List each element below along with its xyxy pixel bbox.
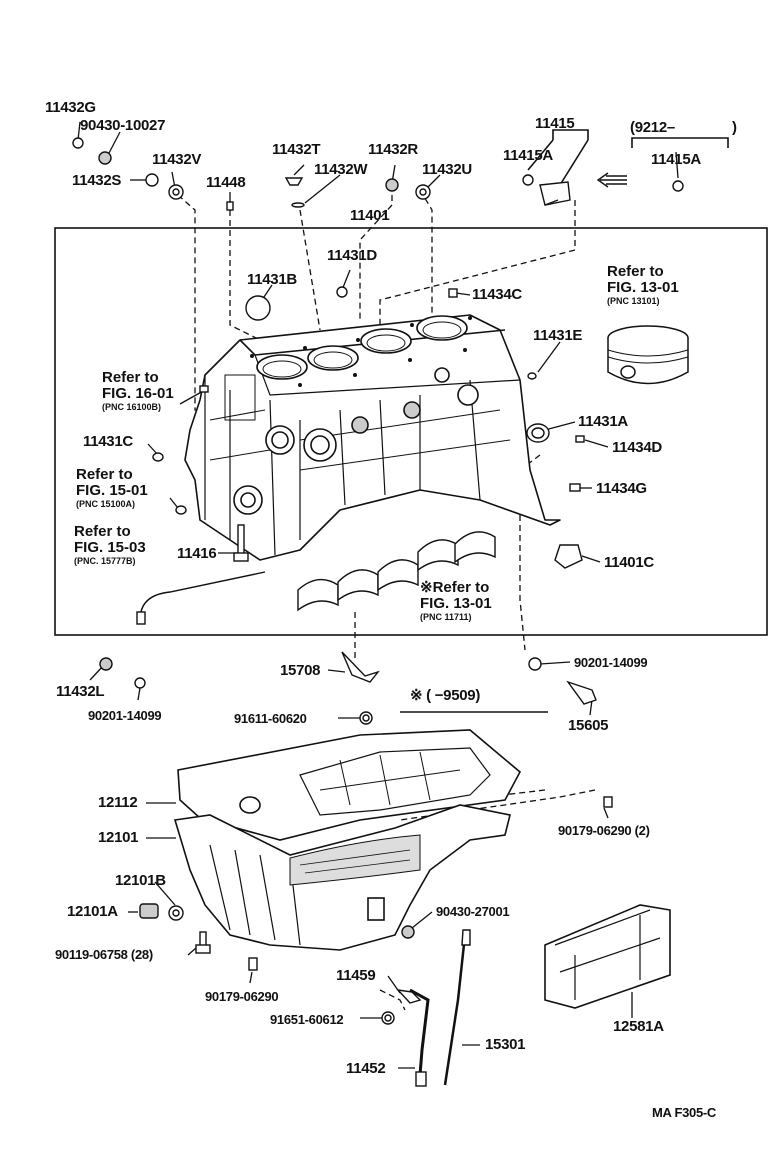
label-12112: 12112 <box>98 794 138 811</box>
label-15708: 15708 <box>280 662 321 679</box>
label-11432T: 11432T <box>272 141 321 158</box>
label-90179-06290-2: 90179-06290 (2) <box>558 823 650 838</box>
label-12581A: 12581A <box>613 1018 664 1035</box>
label-11434D: 11434D <box>612 439 662 456</box>
label-90201-14099-b: 90201-14099 <box>574 655 648 670</box>
main-bearings <box>297 531 496 612</box>
label-11434G: 11434G <box>596 480 647 497</box>
label-15301: 15301 <box>485 1036 526 1053</box>
label-91611-60620: 91611-60620 <box>234 711 307 726</box>
stiffener <box>544 904 671 1009</box>
label-11432R: 11432R <box>368 141 418 158</box>
label-91651-60612: 91651-60612 <box>270 1012 344 1027</box>
label-11431E: 11431E <box>533 327 583 344</box>
label-15605: 15605 <box>568 717 609 734</box>
ref-fig-15-03[interactable]: Refer to FIG. 15-03 (PNC. 15777B) <box>74 523 146 567</box>
label-11432S: 11432S <box>72 172 122 189</box>
label-11415A-b: 11415A <box>651 151 701 168</box>
label-11431C: 11431C <box>83 433 133 450</box>
piston <box>607 325 689 385</box>
label-11459: 11459 <box>336 967 376 984</box>
cylinder-block <box>184 314 561 561</box>
oil-pan <box>173 804 511 951</box>
label-11432U: 11432U <box>422 161 472 178</box>
label-11452: 11452 <box>346 1060 386 1077</box>
label-9212: (9212– <box>630 119 675 136</box>
cylinder-block-frame <box>54 227 768 636</box>
label-9212-close: ) <box>732 119 737 136</box>
small-parts <box>72 137 684 725</box>
oil-pan-gasket <box>177 729 522 841</box>
label-90201-14099-a: 90201-14099 <box>88 708 162 723</box>
label-11416: 11416 <box>177 545 217 562</box>
label-11434C: 11434C <box>472 286 522 303</box>
label-11432G: 11432G <box>45 99 96 116</box>
label-9509: ※ ( −9509) <box>410 687 481 704</box>
label-90119-06758: 90119-06758 (28) <box>55 947 153 962</box>
label-90430-27001: 90430-27001 <box>436 904 510 919</box>
oil-cap <box>539 181 571 206</box>
label-11432V: 11432V <box>152 151 202 168</box>
ref-fig-15-01[interactable]: Refer to FIG. 15-01 (PNC 15100A) <box>76 466 148 510</box>
label-11432L: 11432L <box>56 683 105 700</box>
label-11415A: 11415A <box>503 147 553 164</box>
bracket-9212 <box>631 137 729 148</box>
label-11431D: 11431D <box>327 247 377 264</box>
label-11432W: 11432W <box>314 161 368 178</box>
label-11401C: 11401C <box>604 554 654 571</box>
drain-plug <box>139 796 613 1025</box>
label-12101B: 12101B <box>115 872 166 889</box>
ref-fig-16-01[interactable]: Refer to FIG. 16-01 (PNC 16100B) <box>102 369 174 413</box>
label-11448: 11448 <box>206 174 246 191</box>
label-11415: 11415 <box>535 115 575 132</box>
ref-fig-13-01-bearing[interactable]: ※Refer to FIG. 13-01 (PNC 11711) <box>420 579 492 623</box>
ref-fig-13-01-piston[interactable]: Refer to FIG. 13-01 (PNC 13101) <box>607 263 679 307</box>
label-11431B: 11431B <box>247 271 297 288</box>
label-90430-10027: 90430-10027 <box>80 117 166 134</box>
label-12101A: 12101A <box>67 903 118 920</box>
figure-code: MA F305-C <box>652 1105 716 1120</box>
label-90179-06290: 90179-06290 <box>205 989 279 1004</box>
dipstick <box>409 929 471 1087</box>
label-11431A: 11431A <box>578 413 628 430</box>
label-12101: 12101 <box>98 829 139 846</box>
bracket-11415 <box>552 129 589 140</box>
label-11401: 11401 <box>350 207 390 224</box>
